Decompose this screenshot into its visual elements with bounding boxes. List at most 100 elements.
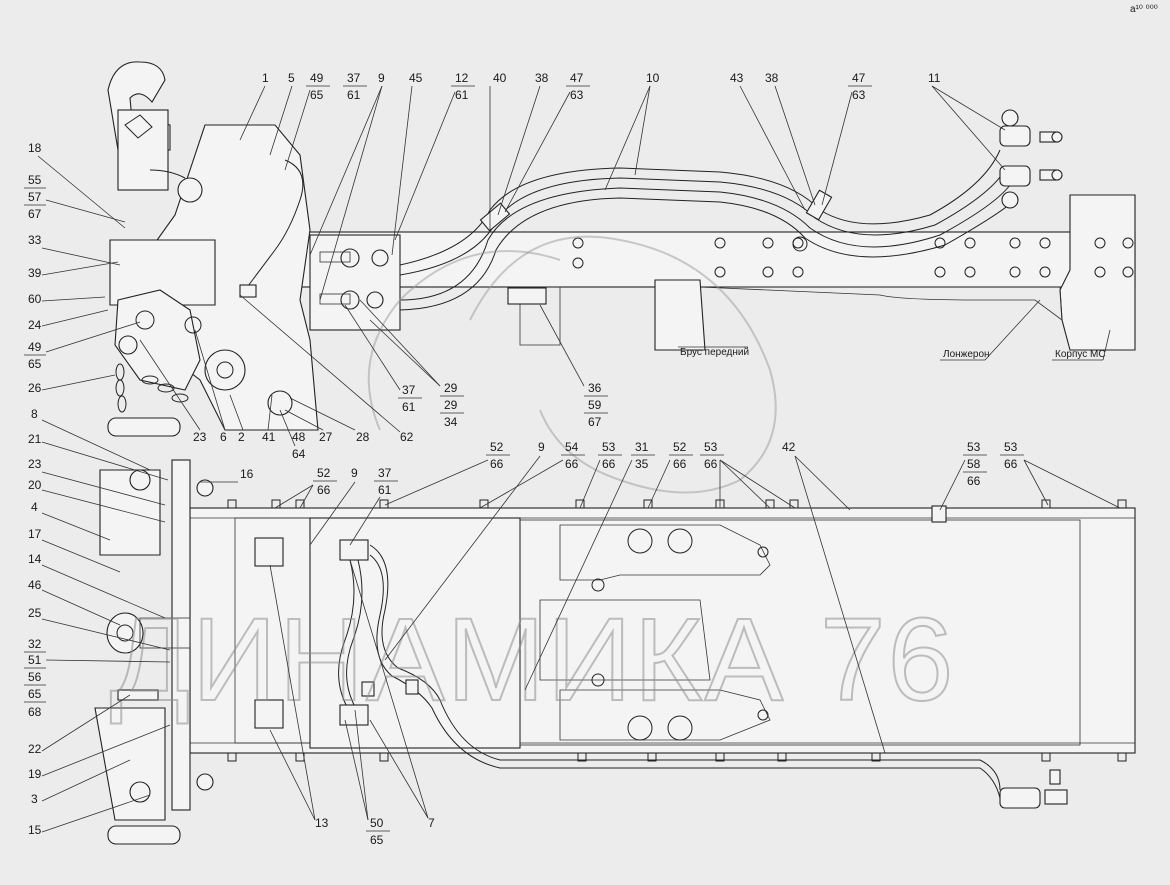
pivot-28 xyxy=(204,349,246,391)
svg-text:26: 26 xyxy=(28,381,42,395)
svg-text:22: 22 xyxy=(28,742,42,756)
svg-text:53: 53 xyxy=(1004,440,1018,454)
svg-text:18: 18 xyxy=(28,141,42,155)
svg-text:55: 55 xyxy=(28,173,42,187)
svg-text:63: 63 xyxy=(852,88,866,102)
svg-text:53: 53 xyxy=(602,440,616,454)
svg-text:52: 52 xyxy=(490,440,504,454)
svg-text:49: 49 xyxy=(310,71,324,85)
svg-text:46: 46 xyxy=(28,578,42,592)
svg-text:66: 66 xyxy=(565,457,579,471)
svg-text:66: 66 xyxy=(602,457,616,471)
top-callouts: 1 5 49 65 37 61 9 45 12 61 40 38 47 63 1… xyxy=(239,71,1006,301)
svg-text:23: 23 xyxy=(193,430,207,444)
svg-text:37: 37 xyxy=(402,383,416,397)
svg-text:62: 62 xyxy=(400,430,414,444)
svg-text:19: 19 xyxy=(28,767,42,781)
svg-text:45: 45 xyxy=(409,71,423,85)
svg-text:56: 56 xyxy=(28,670,42,684)
svg-text:65: 65 xyxy=(310,88,324,102)
side-view xyxy=(94,417,1136,845)
svg-text:47: 47 xyxy=(852,71,866,85)
svg-text:23: 23 xyxy=(28,457,42,471)
svg-text:64: 64 xyxy=(292,447,306,461)
svg-text:50: 50 xyxy=(370,816,384,830)
svg-text:9: 9 xyxy=(351,466,358,480)
svg-text:38: 38 xyxy=(535,71,549,85)
left-callouts: 18 55 57 67 33 39 60 24 49 65 26 8 21 23… xyxy=(24,141,171,837)
annotation-brus: Брус передний xyxy=(680,347,749,358)
corner-mark: а¹⁰ ⁰⁰⁰ xyxy=(1130,4,1158,15)
svg-text:25: 25 xyxy=(28,606,42,620)
annotation-longeron: Лонжерон xyxy=(943,349,990,360)
svg-text:65: 65 xyxy=(370,833,384,847)
cutouts xyxy=(591,528,769,741)
svg-text:41: 41 xyxy=(262,430,276,444)
svg-text:49: 49 xyxy=(28,340,42,354)
svg-text:10: 10 xyxy=(646,71,660,85)
hydraulic-block xyxy=(309,234,401,331)
svg-text:3: 3 xyxy=(31,792,38,806)
hitch-plate xyxy=(109,239,216,306)
svg-text:61: 61 xyxy=(402,400,416,414)
svg-text:66: 66 xyxy=(967,474,981,488)
svg-text:12: 12 xyxy=(455,71,469,85)
svg-text:16: 16 xyxy=(240,467,254,481)
row2-callouts: 16 52 66 9 37 61 52 66 9 54 66 53 66 31 … xyxy=(200,440,1121,754)
svg-text:67: 67 xyxy=(588,415,602,429)
bottom-callouts: 13 50 65 7 xyxy=(269,559,435,847)
svg-text:61: 61 xyxy=(455,88,469,102)
svg-text:54: 54 xyxy=(565,440,579,454)
svg-text:42: 42 xyxy=(782,440,796,454)
svg-text:67: 67 xyxy=(28,207,42,221)
svg-text:66: 66 xyxy=(490,457,504,471)
svg-text:38: 38 xyxy=(765,71,779,85)
svg-text:57: 57 xyxy=(28,190,42,204)
svg-text:33: 33 xyxy=(28,233,42,247)
svg-text:61: 61 xyxy=(378,483,392,497)
svg-text:11: 11 xyxy=(928,71,941,85)
svg-text:5: 5 xyxy=(288,71,295,85)
svg-text:52: 52 xyxy=(317,466,331,480)
svg-text:21: 21 xyxy=(28,432,42,446)
annotation-korpus: Корпус МС xyxy=(1055,349,1106,360)
svg-text:48: 48 xyxy=(292,430,306,444)
mid-callouts: 23 6 2 41 48 27 28 62 64 37 61 29 29 34 … xyxy=(139,294,608,461)
svg-text:32: 32 xyxy=(28,637,42,651)
svg-text:66: 66 xyxy=(1004,457,1018,471)
front-beam xyxy=(654,279,706,351)
svg-text:36: 36 xyxy=(588,381,602,395)
svg-text:29: 29 xyxy=(444,381,458,395)
top-view xyxy=(107,61,1136,431)
svg-text:65: 65 xyxy=(28,357,42,371)
svg-text:1: 1 xyxy=(262,71,269,85)
svg-text:4: 4 xyxy=(31,500,38,514)
svg-text:61: 61 xyxy=(347,88,361,102)
svg-text:9: 9 xyxy=(378,71,385,85)
svg-text:68: 68 xyxy=(28,705,42,719)
svg-text:17: 17 xyxy=(28,527,42,541)
svg-text:39: 39 xyxy=(28,266,42,280)
svg-text:37: 37 xyxy=(378,466,392,480)
housing-ms xyxy=(1059,194,1136,351)
svg-text:37: 37 xyxy=(347,71,361,85)
svg-text:29: 29 xyxy=(444,398,458,412)
svg-text:31: 31 xyxy=(635,440,649,454)
svg-text:7: 7 xyxy=(428,816,435,830)
svg-text:53: 53 xyxy=(967,440,981,454)
svg-text:15: 15 xyxy=(28,823,42,837)
svg-text:2: 2 xyxy=(238,430,245,444)
svg-text:20: 20 xyxy=(28,478,42,492)
svg-text:53: 53 xyxy=(704,440,718,454)
svg-text:34: 34 xyxy=(444,415,458,429)
svg-text:51: 51 xyxy=(28,653,42,667)
chain-26 xyxy=(115,335,189,413)
svg-text:47: 47 xyxy=(570,71,584,85)
svg-text:66: 66 xyxy=(704,457,718,471)
svg-text:40: 40 xyxy=(493,71,507,85)
svg-text:66: 66 xyxy=(673,457,687,471)
svg-text:66: 66 xyxy=(317,483,331,497)
svg-text:28: 28 xyxy=(356,430,370,444)
svg-text:59: 59 xyxy=(588,398,602,412)
